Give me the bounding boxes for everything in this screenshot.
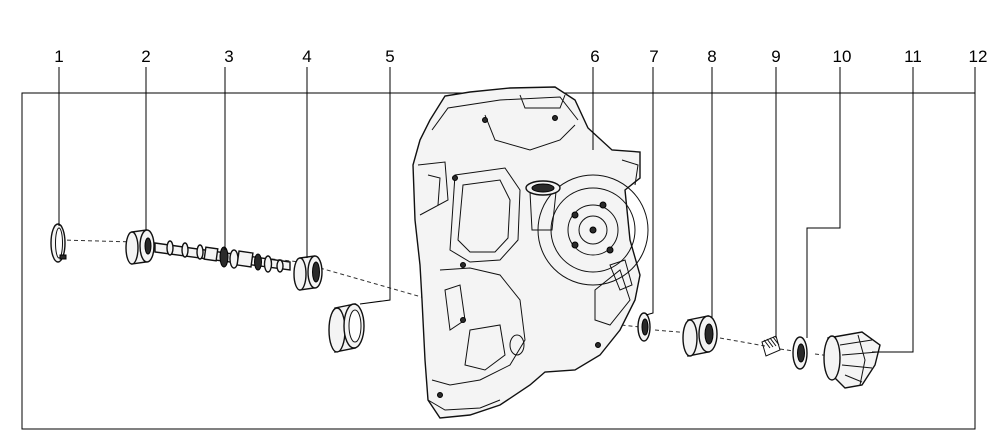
impeller xyxy=(823,331,881,389)
bearing-left xyxy=(125,229,155,265)
callout-10: 10 xyxy=(833,47,852,66)
leader-11 xyxy=(872,67,914,353)
spring xyxy=(761,335,781,357)
callout-labels: 1 2 3 4 5 6 7 8 9 10 11 12 xyxy=(54,47,987,66)
callout-4: 4 xyxy=(302,47,311,66)
callout-1: 1 xyxy=(54,47,63,66)
leader-10 xyxy=(806,67,841,338)
leader-5 xyxy=(359,67,391,305)
oil-seal-large xyxy=(328,303,365,353)
leader-7 xyxy=(645,67,654,316)
washer xyxy=(792,336,808,370)
bearing-right xyxy=(682,315,718,357)
callout-8: 8 xyxy=(707,47,716,66)
seal-ring xyxy=(293,255,323,291)
callout-3: 3 xyxy=(224,47,233,66)
callout-2: 2 xyxy=(141,47,150,66)
callout-5: 5 xyxy=(385,47,394,66)
callout-11: 11 xyxy=(904,47,922,66)
callout-6: 6 xyxy=(590,47,599,66)
circlip xyxy=(50,223,67,263)
leader-lines xyxy=(58,67,976,353)
shaft xyxy=(154,240,291,273)
seal-small xyxy=(637,312,651,342)
callout-12: 12 xyxy=(969,47,988,66)
callout-7: 7 xyxy=(649,47,658,66)
gearbox-housing xyxy=(412,86,649,419)
callout-9: 9 xyxy=(771,47,780,66)
